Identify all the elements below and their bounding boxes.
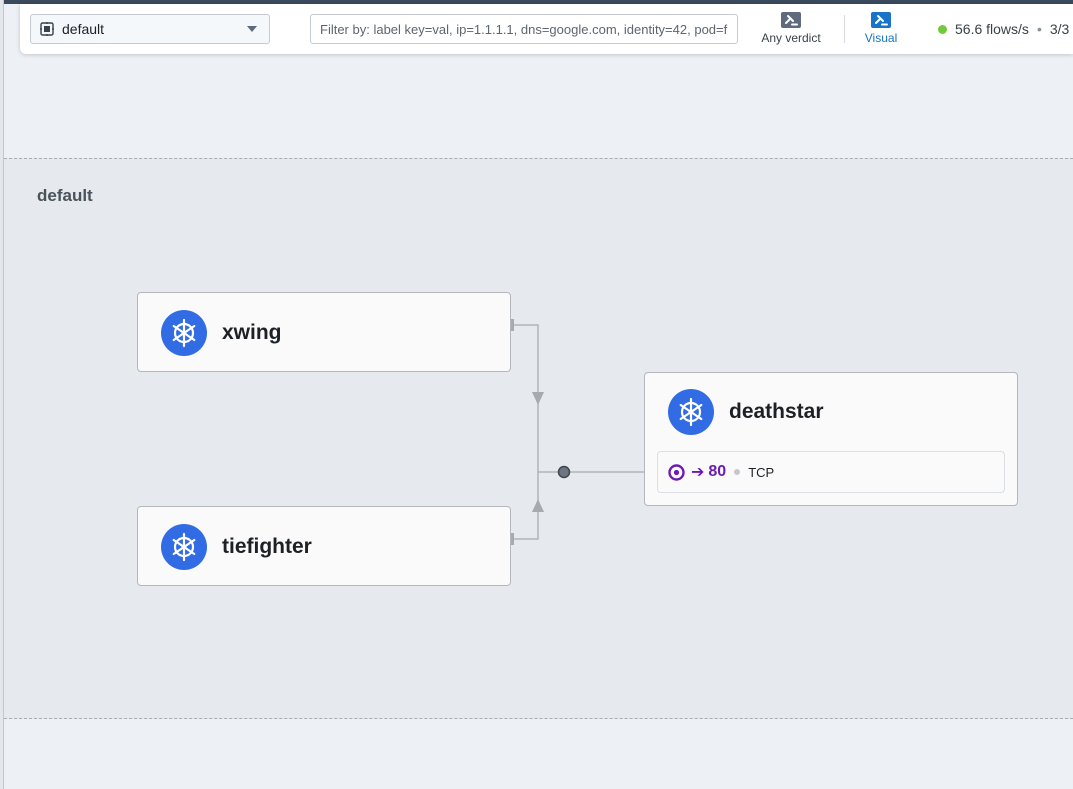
service-card-xwing[interactable]: xwing xyxy=(137,292,511,372)
service-name-deathstar: deathstar xyxy=(729,400,824,423)
window-top-strip xyxy=(0,0,1073,4)
status-indicator xyxy=(938,24,947,34)
flows-rate: 56.6 flows/s xyxy=(955,21,1029,37)
namespace-title: default xyxy=(37,186,93,205)
chevron-down-icon xyxy=(247,26,257,32)
service-name-tiefighter: tiefighter xyxy=(222,535,312,558)
visual-button[interactable]: Visual xyxy=(856,12,906,48)
top-toolbar: default Any verdict Visual 56.6 f xyxy=(20,4,1073,54)
service-card-deathstar[interactable]: deathstar ➔ 80 TCP xyxy=(644,372,1018,506)
nodes-count: 3/3 nodes xyxy=(1049,21,1073,37)
kubernetes-wheel-icon xyxy=(161,310,207,356)
visual-button-label: Visual xyxy=(864,31,898,45)
arrow-right-icon: ➔ xyxy=(691,464,705,481)
window-left-edge xyxy=(0,0,4,789)
port-row-80[interactable]: ➔ 80 TCP xyxy=(657,451,1005,493)
service-name-xwing: xwing xyxy=(222,321,282,344)
toolbar-divider xyxy=(844,15,845,43)
port-number: 80 xyxy=(708,463,727,480)
status-separator: • xyxy=(1036,21,1042,37)
port-target-icon xyxy=(668,463,685,481)
namespace-icon xyxy=(40,22,54,36)
gavel-icon xyxy=(871,12,891,28)
namespace-select[interactable]: default xyxy=(30,14,270,44)
kubernetes-wheel-icon xyxy=(161,524,207,570)
service-card-tiefighter[interactable]: tiefighter xyxy=(137,506,511,586)
port-protocol: TCP xyxy=(748,464,775,480)
separator-dot xyxy=(734,469,741,475)
filter-input[interactable] xyxy=(310,14,738,44)
kubernetes-wheel-icon xyxy=(668,389,714,435)
namespace-select-value: default xyxy=(62,21,105,37)
gavel-icon xyxy=(781,12,801,28)
flow-status: 56.6 flows/s • 3/3 nodes xyxy=(938,21,1073,37)
verdict-filter-button[interactable]: Any verdict xyxy=(756,12,826,48)
verdict-filter-label: Any verdict xyxy=(761,31,821,45)
